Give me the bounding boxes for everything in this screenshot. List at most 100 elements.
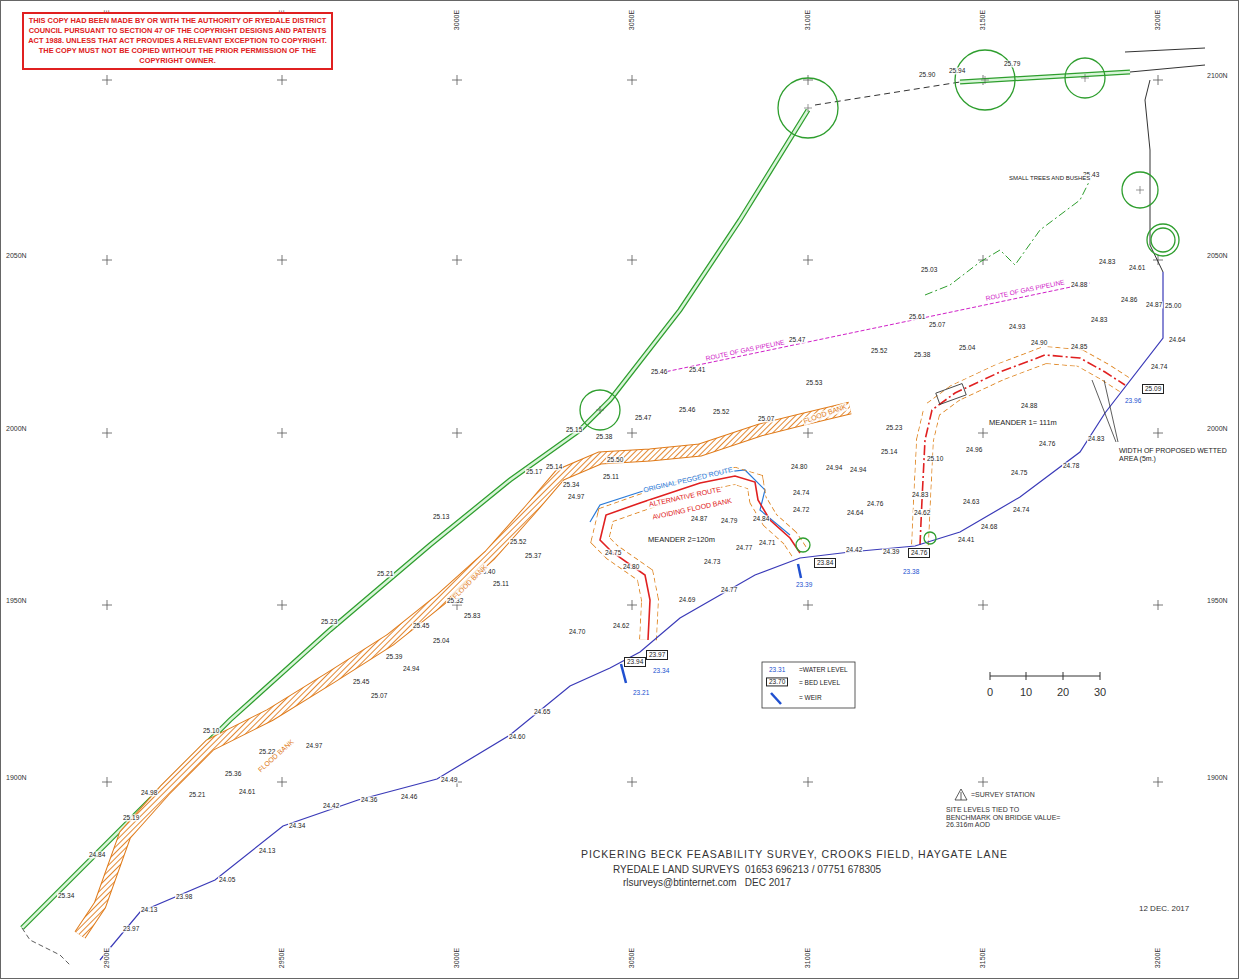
water-level: 23.21 <box>632 689 650 696</box>
spot-height: 24.13 <box>258 847 276 854</box>
notice-text: THIS COPY HAD BEEN MADE BY OR WITH THE A… <box>28 16 327 66</box>
bed-level-box: 25.09 <box>1142 384 1164 394</box>
legend-text: = BED LEVEL <box>798 679 841 686</box>
spot-height: 25.45 <box>412 622 430 629</box>
spot-height: 24.70 <box>568 628 586 635</box>
survey-station-symbol <box>955 789 967 800</box>
spot-height: 24.42 <box>845 546 863 553</box>
spot-height: 24.87 <box>690 515 708 522</box>
spot-height: 24.77 <box>720 586 738 593</box>
spot-height: 25.94 <box>948 67 966 74</box>
spot-height: 24.98 <box>140 789 158 796</box>
grid-coordinate: 3200E <box>1154 9 1162 31</box>
grid-coordinate: 3000E <box>453 947 461 969</box>
wetted-area <box>920 355 1125 545</box>
spot-height: 24.75 <box>1010 469 1028 476</box>
spot-height: 25.10 <box>202 727 220 734</box>
spot-height: 25.45 <box>352 678 370 685</box>
spot-height: 25.21 <box>188 791 206 798</box>
benchmark-note: SITE LEVELS TIED TO BENCHMARK ON BRIDGE … <box>945 806 1065 829</box>
meander-label: MEANDER 1= 111m <box>988 419 1058 427</box>
legend-note: =SURVEY STATION <box>970 791 1036 799</box>
spot-height: 24.78 <box>1062 462 1080 469</box>
spot-height: 24.61 <box>238 788 256 795</box>
spot-height: 24.13 <box>140 906 158 913</box>
spot-height: 25.00 <box>1164 302 1182 309</box>
spot-height: 25.23 <box>320 618 338 625</box>
grid-coordinate: 3150E <box>979 947 987 969</box>
surveyor-details: rlsurveys@btinternet.com DEC 2017 <box>622 877 792 888</box>
grid-coordinate: 3050E <box>628 947 636 969</box>
bed-level-value: 24.76 <box>911 549 927 557</box>
pipeline-label: ROUTE OF GAS PIPELINE <box>984 278 1066 302</box>
spot-height: 24.77 <box>735 544 753 551</box>
bed-level-value: 23.84 <box>817 559 833 567</box>
sheet-title: PICKERING BECK FEASABILITY SURVEY, CROOK… <box>580 849 1009 861</box>
spot-height: 24.65 <box>533 708 551 715</box>
grid-crosses <box>102 75 1163 787</box>
spot-height: 24.75 <box>604 549 622 556</box>
legend-text: = WEIR <box>798 694 823 701</box>
grid-coordinate: 1950N <box>5 597 28 605</box>
spot-height: 25.19 <box>122 814 140 821</box>
spot-height: 25.47 <box>634 414 652 421</box>
spot-height: 25.61 <box>908 313 926 320</box>
bed-level-value: 23.94 <box>627 658 643 666</box>
spot-height: 24.36 <box>360 796 378 803</box>
grid-coordinate: 1900N <box>5 774 28 782</box>
spot-height: 24.60 <box>508 733 526 740</box>
spot-height: 24.85 <box>1070 343 1088 350</box>
spot-height: 23.98 <box>175 893 193 900</box>
water-level: 23.34 <box>652 667 670 674</box>
legend-text: =WATER LEVEL <box>798 666 849 673</box>
spot-height: 24.41 <box>957 536 975 543</box>
spot-height: 25.46 <box>678 406 696 413</box>
spot-height: 25.50 <box>606 456 624 463</box>
spot-height: 25.11 <box>602 473 620 480</box>
spot-height: 24.83 <box>1090 316 1108 323</box>
spot-height: 24.61 <box>1128 264 1146 271</box>
spot-height: 24.97 <box>305 742 323 749</box>
spot-height: 24.34 <box>288 822 306 829</box>
spot-height: 24.74 <box>1150 363 1168 370</box>
spot-height: 25.07 <box>370 692 388 699</box>
spot-height: 24.39 <box>882 548 900 555</box>
grid-coordinate: 3000E <box>453 9 461 31</box>
spot-height: 24.84 <box>88 851 106 858</box>
spot-height: 25.38 <box>595 433 613 440</box>
spot-height: 25.23 <box>885 424 903 431</box>
spot-height: 24.94 <box>825 464 843 471</box>
spot-height: 24.88 <box>1020 402 1038 409</box>
spot-height: 25.46 <box>650 368 668 375</box>
grid-coordinate: 2000N <box>1206 425 1229 433</box>
spot-height: 25.13 <box>432 513 450 520</box>
water-level: 23.38 <box>902 568 920 575</box>
date-stamp: 12 DEC. 2017 <box>1138 905 1190 914</box>
spot-height: 24.76 <box>866 500 884 507</box>
spot-height: 25.52 <box>870 347 888 354</box>
spot-height: 24.97 <box>567 493 585 500</box>
spot-height: 24.62 <box>612 622 630 629</box>
spot-height: 25.17 <box>525 468 543 475</box>
spot-height: 24.94 <box>402 665 420 672</box>
spot-height: 25.83 <box>463 612 481 619</box>
spot-height: 25.41 <box>688 366 706 373</box>
bed-level-value: 23.97 <box>649 651 665 659</box>
spot-height: 24.87 <box>1145 301 1163 308</box>
grid-coordinate: 3100E <box>804 947 812 969</box>
bed-level-box: 23.94 <box>624 657 646 667</box>
spot-height: 24.62 <box>913 509 931 516</box>
scale-number: 20 <box>1056 686 1070 698</box>
spot-height: 25.14 <box>545 463 563 470</box>
legend-sample: 23.70 <box>766 677 788 686</box>
grid-coordinate: 2050N <box>1206 252 1229 260</box>
spot-height: 24.93 <box>1008 323 1026 330</box>
grid-coordinate: 1900N <box>1206 774 1229 782</box>
grid-coordinate: 2000N <box>5 425 28 433</box>
spot-height: 25.47 <box>788 336 806 343</box>
beck-edge <box>100 272 1163 960</box>
spot-height: 24.86 <box>1120 296 1138 303</box>
spot-height: 25.90 <box>918 71 936 78</box>
spot-height: 24.80 <box>622 563 640 570</box>
spot-height: 24.88 <box>1070 281 1088 288</box>
